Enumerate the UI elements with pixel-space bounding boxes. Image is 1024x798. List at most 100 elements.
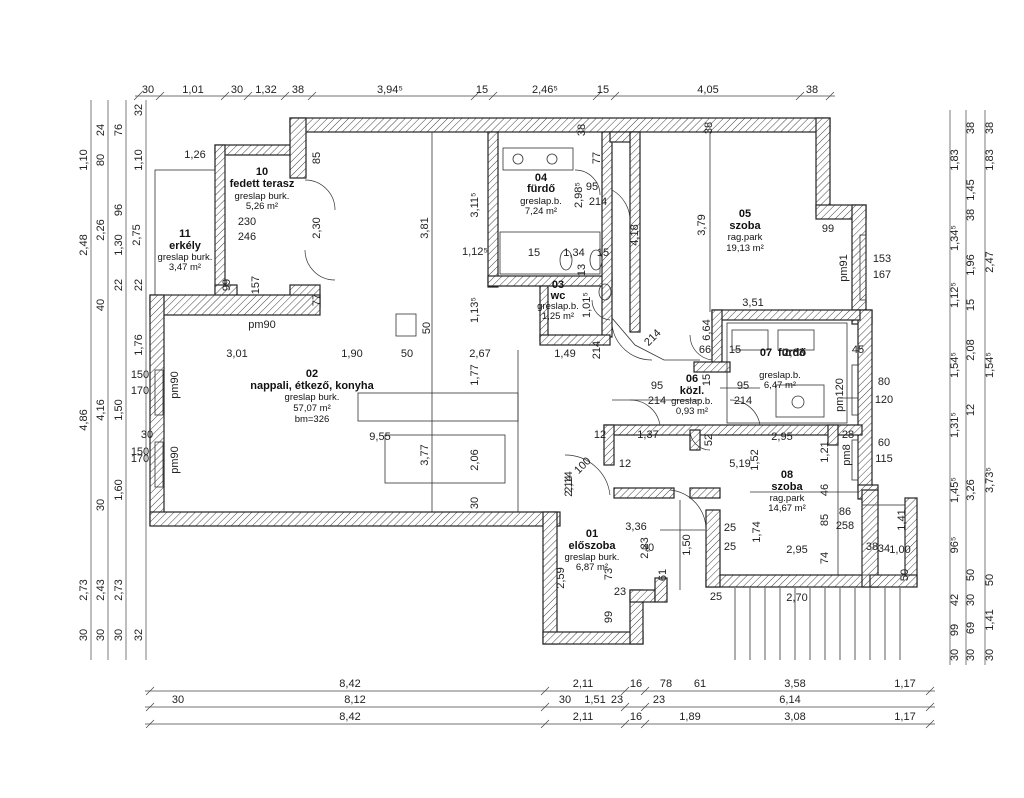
dim-interior-70: pm8 (841, 444, 853, 465)
dim-right-col2-4: 15 (965, 299, 977, 311)
dim-bottom-row2-1: 8,12 (344, 694, 365, 706)
room-06-label: 06 közl. greslap.b. 0,93 m² (671, 373, 713, 417)
dim-interior-1: 2,75 (131, 224, 143, 245)
svg-text:szoba: szoba (771, 481, 803, 493)
dim-interior-57: 30 (141, 429, 153, 441)
dim-interior-21: 1,34 (563, 247, 584, 259)
svg-text:greslap.b.: greslap.b. (537, 301, 579, 312)
dim-bottom-row1-4: 61 (694, 678, 706, 690)
dim-interior-15: 38 (576, 124, 588, 136)
interior-lines (154, 132, 906, 660)
dim-right-col3-0: 38 (984, 122, 996, 134)
room-11-label: 11 erkély greslap burk. 3,47 m² (158, 228, 213, 273)
svg-text:greslap burk.: greslap burk. (565, 552, 620, 563)
svg-text:57,07 m²: 57,07 m² (293, 403, 331, 414)
dim-interior-100: 2,14 (563, 475, 575, 496)
dim-top-8: 15 (597, 84, 609, 96)
dim-left-col2-2: 2,26 (95, 219, 107, 240)
room-labels: 01 előszoba greslap burk. 6,87 m² 02 nap… (158, 166, 807, 573)
dim-right-col3-1: 1,83 (984, 149, 996, 170)
dim-right-col1-8: 99 (949, 624, 961, 636)
dim-interior-76: 46 (819, 484, 831, 496)
dim-interior-32: 38 (703, 122, 715, 134)
dim-right-col1-1: 1,34⁵ (949, 225, 961, 251)
dim-interior-63: 52 (703, 434, 715, 446)
svg-text:greslap.b.: greslap.b. (671, 396, 713, 407)
room-03-label: 03 wc greslap.b. 1,25 m² (537, 279, 579, 322)
dim-interior-87: 38 (866, 541, 878, 553)
dim-right-col2-3: 1,96 (965, 254, 977, 275)
dim-top-5: 3,94⁵ (377, 84, 403, 96)
dim-interior-11: 3,11⁵ (469, 192, 481, 217)
dim-interior-90: 74 (819, 552, 831, 564)
dim-interior-88: 1,00 (889, 544, 910, 556)
svg-text:greslap.b.: greslap.b. (759, 370, 801, 381)
dim-interior-84: 40 (642, 542, 654, 554)
dim-interior-22: 15 (597, 247, 609, 259)
dim-interior-5: 85 (311, 152, 323, 164)
dim-left-col2-3: 40 (95, 299, 107, 311)
dim-interior-41: 15 (729, 344, 741, 356)
dim-top-0: 30 (142, 84, 154, 96)
dim-interior-81: 1,74 (751, 521, 763, 542)
dim-interior-50: 95 (651, 380, 663, 392)
room-10-label: 10 fedett terasz greslap burk. 5,26 m² (230, 166, 295, 212)
svg-text:04: 04 (535, 172, 548, 184)
dim-interior-2: 230 (238, 216, 256, 228)
dim-interior-48: 3,77 (419, 444, 431, 465)
dim-interior-9: pm90 (248, 319, 276, 331)
dim-interior-102: 1,50 (681, 534, 693, 555)
dim-interior-83: 1,41 (896, 509, 908, 530)
dim-left-col1-0: 1,10 (78, 149, 90, 170)
dim-interior-7: 157 (250, 276, 262, 294)
dim-interior-29: 153 (873, 253, 891, 265)
dim-interior-8: 77 (311, 294, 323, 306)
dim-left-col3-3: 22 (113, 279, 125, 291)
dim-right-col3-7: 30 (984, 649, 996, 661)
dim-interior-40: 66 (699, 344, 711, 356)
dim-interior-0: 1,26 (184, 149, 205, 161)
dim-right-col1-7: 42 (949, 594, 961, 606)
dim-left-col1-4: 30 (78, 629, 90, 641)
dim-top-9: 4,05 (697, 84, 718, 96)
svg-text:08: 08 (781, 469, 793, 481)
svg-text:rag.park: rag.park (728, 232, 763, 243)
dim-left-col2-5: 30 (95, 499, 107, 511)
dim-bottom-row3-1: 2,11 (573, 711, 594, 723)
dim-right-col3-2: 2,47 (984, 251, 996, 272)
svg-text:greslap burk.: greslap burk. (235, 191, 290, 202)
dim-left-col1-1: 2,48 (78, 234, 90, 255)
dim-interior-38: 214 (591, 341, 603, 359)
dim-interior-45: 170 (131, 385, 149, 397)
dim-interior-39: 214 (642, 327, 663, 348)
room-08-label: 08 szoba rag.park 14,67 m² (768, 469, 806, 514)
dim-interior-86: 2,95 (786, 544, 807, 556)
dim-interior-19: 214 (589, 196, 607, 208)
svg-text:bm=326: bm=326 (295, 414, 330, 425)
dim-right-col1-0: 1,83 (949, 149, 961, 170)
dim-interior-12: 1,12⁵ (462, 246, 488, 258)
dim-interior-68: 5,19 (729, 458, 750, 470)
svg-text:fürdő: fürdő (778, 347, 806, 359)
svg-text:11: 11 (179, 228, 191, 240)
dim-interior-95: 61 (657, 569, 669, 581)
dim-bottom-row1-3: 78 (660, 678, 672, 690)
dim-bottom-row1-1: 2,11 (573, 678, 594, 690)
dim-right-col2-11: 30 (965, 649, 977, 661)
dim-left-col4-4: 32 (133, 629, 145, 641)
dim-interior-51: 214 (648, 395, 666, 407)
svg-text:7,24 m²: 7,24 m² (525, 206, 557, 217)
svg-text:3,47 m²: 3,47 m² (169, 262, 201, 273)
dim-left-col2-4: 4,16 (95, 399, 107, 420)
dim-interior-49: 1,77 (469, 364, 481, 385)
room-02-label: 02 nappali, étkező, konyha greslap burk.… (250, 368, 374, 425)
dim-bottom-row1-5: 3,58 (784, 678, 805, 690)
room-01-label: 01 előszoba greslap burk. 6,87 m² (565, 528, 620, 573)
dim-interior-17: 2,98⁵ (573, 182, 585, 208)
svg-text:greslap.b.: greslap.b. (520, 196, 562, 207)
dim-left-col2-1: 80 (95, 154, 107, 166)
svg-text:05: 05 (739, 208, 751, 220)
dim-interior-75: 30 (469, 497, 481, 509)
dim-interior-103: 6,64 (701, 319, 713, 340)
